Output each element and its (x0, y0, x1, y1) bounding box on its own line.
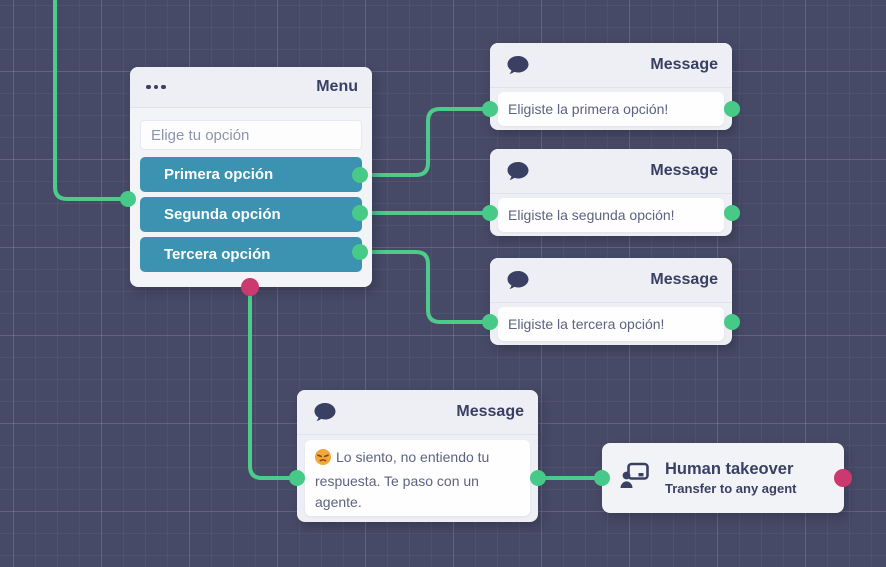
message-node-1-title: Message (650, 56, 718, 73)
message-node-2-text[interactable]: Eligiste la segunda opción! (498, 198, 724, 232)
menu-node[interactable]: Menu Primera opción Segunda opción Terce… (130, 67, 372, 287)
message-node-4-text[interactable]: 😞Lo siento, no entiendo tu respuesta. Te… (305, 440, 530, 516)
chat-bubble-icon (506, 161, 530, 182)
edge-option3-to-message3[interactable] (358, 250, 492, 324)
message-node-4-header: Message (297, 390, 538, 435)
edge-fallback-to-message4[interactable] (248, 285, 299, 480)
message-node-3-header: Message (490, 258, 732, 303)
human-takeover-node[interactable]: Human takeover Transfer to any agent (602, 443, 844, 513)
message-node-3-text[interactable]: Eligiste la tercera opción! (498, 307, 724, 341)
message-node-4[interactable]: Message 😞Lo siento, no entiendo tu respu… (297, 390, 538, 522)
message-1-input-port[interactable] (482, 101, 498, 117)
message-node-4-title: Message (456, 403, 524, 420)
menu-node-title: Menu (316, 78, 358, 95)
menu-option-1-output-port[interactable] (352, 167, 368, 183)
message-4-input-port[interactable] (289, 470, 305, 486)
menu-option-2-output-port[interactable] (352, 205, 368, 221)
human-takeover-labels: Human takeover Transfer to any agent (665, 459, 796, 497)
sad-emoji-icon (315, 449, 331, 471)
message-node-3-title: Message (650, 271, 718, 288)
message-2-input-port[interactable] (482, 205, 498, 221)
message-1-output-port[interactable] (724, 101, 740, 117)
menu-input-port[interactable] (120, 191, 136, 207)
message-3-input-port[interactable] (482, 314, 498, 330)
human-takeover-subtitle: Transfer to any agent (665, 481, 797, 496)
edge-entry-to-menu[interactable] (53, 0, 130, 201)
menu-question-input[interactable] (140, 120, 362, 150)
message-node-2-title: Message (650, 162, 718, 179)
message-node-4-text-content: Lo siento, no entiendo tu respuesta. Te … (315, 449, 490, 510)
message-2-output-port[interactable] (724, 205, 740, 221)
message-node-2-header: Message (490, 149, 732, 194)
chat-bubble-icon (506, 270, 530, 291)
menu-option-3[interactable]: Tercera opción (140, 237, 362, 272)
human-takeover-icon (619, 462, 650, 495)
menu-fallback-output-port[interactable] (241, 278, 259, 296)
message-node-1-header: Message (490, 43, 732, 88)
edge-option1-to-message1[interactable] (358, 107, 492, 177)
chat-bubble-icon (313, 402, 337, 423)
menu-option-1[interactable]: Primera opción (140, 157, 362, 192)
ellipsis-icon (146, 84, 166, 90)
message-node-1-text[interactable]: Eligiste la primera opción! (498, 92, 724, 126)
message-4-output-port[interactable] (530, 470, 546, 486)
chat-bubble-icon (506, 55, 530, 76)
menu-node-header: Menu (130, 67, 372, 108)
takeover-output-port[interactable] (834, 469, 852, 487)
takeover-input-port[interactable] (594, 470, 610, 486)
menu-option-3-output-port[interactable] (352, 244, 368, 260)
menu-node-body: Primera opción Segunda opción Tercera op… (130, 108, 372, 272)
message-node-3[interactable]: Message Eligiste la tercera opción! (490, 258, 732, 345)
message-node-2[interactable]: Message Eligiste la segunda opción! (490, 149, 732, 236)
human-takeover-title: Human takeover (665, 460, 794, 478)
menu-option-2[interactable]: Segunda opción (140, 197, 362, 232)
message-3-output-port[interactable] (724, 314, 740, 330)
message-node-1[interactable]: Message Eligiste la primera opción! (490, 43, 732, 130)
